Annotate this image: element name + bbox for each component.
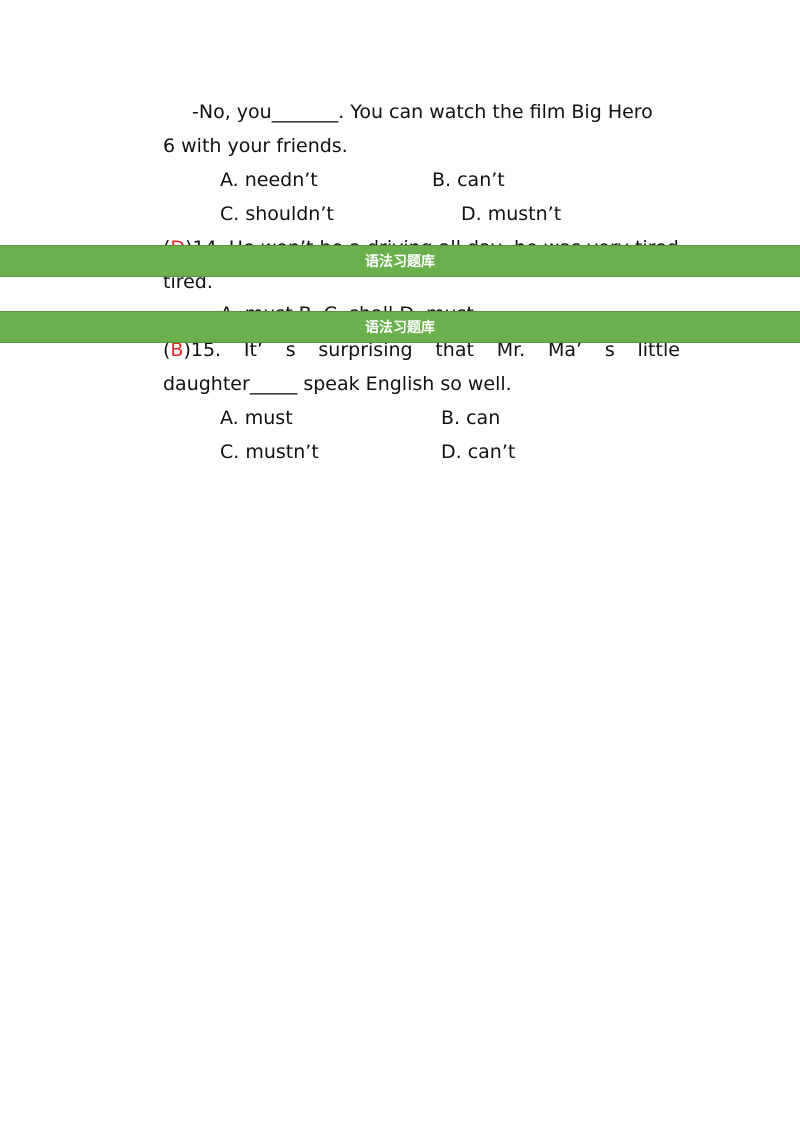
q15-line-2-prefix: daughter [163, 373, 250, 395]
banner-bottom: 语法习题库 [0, 311, 800, 343]
q15-word: Mr. [496, 339, 526, 361]
q15-option-c: C. mustn’t [220, 441, 319, 463]
q15-answer: B [170, 339, 184, 361]
q13-option-d: D. mustn’t [461, 203, 562, 225]
q13-option-a: A. needn’t [220, 169, 318, 191]
q13-line-1-suffix: . You can watch the film Big Hero [338, 101, 653, 123]
q15-word: s [604, 339, 615, 361]
q15-option-a: A. must [220, 407, 293, 429]
q15-word: little [637, 339, 680, 361]
q15-blank: _____ [249, 373, 298, 395]
banner-bottom-label: 语法习题库 [365, 320, 435, 336]
banner-top: 语法习题库 [0, 245, 800, 277]
q13-line-1-prefix: -No, you [192, 101, 272, 123]
q15-line-2: daughter_____ speak English so well. [163, 372, 512, 396]
q15-option-d: D. can’t [441, 441, 516, 463]
q15-word: s [285, 339, 296, 361]
q15-line-1: (B)15. It’ s surprising that Mr. Ma’ s l… [163, 338, 680, 362]
q15-line-2-suffix: speak English so well. [297, 373, 512, 395]
q13-blank: _______ [271, 101, 339, 123]
q13-line-1: -No, you_______. You can watch the film … [192, 100, 653, 124]
q15-word: It’ [243, 339, 263, 361]
banner-top-label: 语法习题库 [365, 254, 435, 270]
q15-number: (B)15. [163, 339, 222, 361]
q15-word: surprising [318, 339, 413, 361]
q15-option-b: B. can [441, 407, 501, 429]
q13-option-b: B. can’t [432, 169, 505, 191]
q13-option-c: C. shouldn’t [220, 203, 334, 225]
q15-word: that [435, 339, 474, 361]
q13-line-2: 6 with your friends. [163, 135, 348, 157]
q15-word: Ma’ [547, 339, 583, 361]
